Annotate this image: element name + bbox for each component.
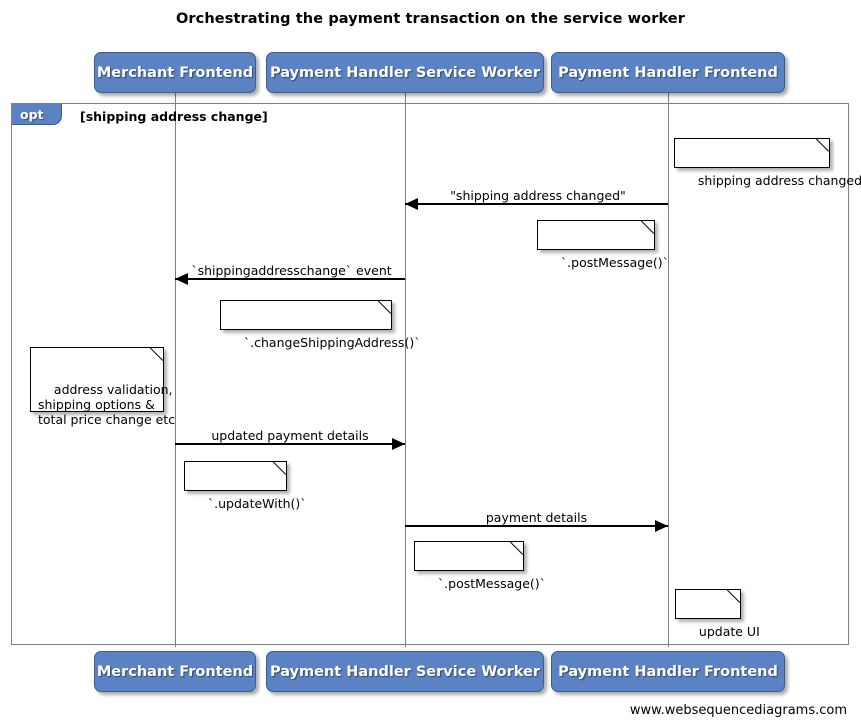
note-post-message-2-text: `.postMessage()`	[437, 576, 546, 591]
note-fold-icon	[378, 300, 392, 314]
note-update-ui-text: update UI	[698, 624, 760, 639]
fragment-opt-badge: opt	[12, 104, 62, 125]
participant-payment-handler-frontend-top-label: Payment Handler Frontend	[558, 64, 778, 81]
message-line-shippingaddresschange-event	[175, 278, 405, 280]
message-label-payment-details: payment details	[485, 510, 588, 525]
message-line-payment-details	[405, 525, 668, 527]
participant-merchant-frontend-bottom-label: Merchant Frontend	[96, 663, 254, 680]
participant-payment-handler-frontend-bottom-label: Payment Handler Frontend	[558, 663, 778, 680]
watermark: www.websequencediagrams.com	[629, 703, 847, 718]
note-fold-icon	[273, 461, 287, 475]
note-shipping-address-changed: shipping address changed	[674, 138, 861, 188]
note-update-ui: update UI	[675, 589, 760, 639]
participant-merchant-frontend-top-label: Merchant Frontend	[96, 64, 254, 81]
note-fold-icon	[510, 541, 524, 555]
message-arrowhead-shipping-address-changed	[405, 198, 418, 210]
note-update-with-text: `.updateWith()`	[207, 496, 307, 511]
fragment-opt-badge-label: opt	[20, 106, 44, 122]
note-change-shipping-address: `.changeShippingAddress()`	[220, 300, 420, 350]
message-line-updated-payment-details	[175, 443, 405, 445]
lifeline-payment-handler-frontend	[668, 92, 669, 647]
message-line-shipping-address-changed	[405, 203, 668, 205]
message-label-updated-payment-details: updated payment details	[211, 428, 369, 443]
participant-merchant-frontend-bottom[interactable]: Merchant Frontend	[94, 651, 256, 692]
participant-merchant-frontend-top[interactable]: Merchant Frontend	[94, 52, 256, 93]
note-post-message-1-text: `.postMessage()`	[560, 255, 669, 270]
fragment-opt-guard: [shipping address change]	[80, 109, 268, 124]
page-title: Orchestrating the payment transaction on…	[176, 11, 685, 27]
participant-payment-handler-service-worker-bottom[interactable]: Payment Handler Service Worker	[266, 651, 544, 692]
note-address-validation-text: address validation, shipping options & t…	[38, 382, 176, 427]
note-shipping-address-changed-text: shipping address changed	[697, 173, 861, 188]
message-arrowhead-shippingaddresschange-event	[175, 273, 188, 285]
fragment-opt	[11, 103, 849, 645]
message-label-shippingaddresschange-event: `shippingaddresschange` event	[191, 263, 392, 278]
note-address-validation: address validation, shipping options & t…	[30, 347, 175, 427]
lifeline-payment-handler-service-worker	[405, 92, 406, 647]
message-arrowhead-payment-details	[655, 520, 668, 532]
note-fold-icon	[641, 220, 655, 234]
lifeline-merchant-frontend	[175, 92, 176, 647]
participant-payment-handler-service-worker-top-label: Payment Handler Service Worker	[269, 64, 541, 81]
message-label-shipping-address-changed: "shipping address changed"	[450, 188, 626, 203]
note-post-message-2: `.postMessage()`	[414, 541, 546, 591]
note-update-with: `.updateWith()`	[184, 461, 307, 511]
participant-payment-handler-service-worker-top[interactable]: Payment Handler Service Worker	[266, 52, 544, 93]
participant-payment-handler-frontend-top[interactable]: Payment Handler Frontend	[551, 52, 785, 93]
note-fold-icon	[150, 347, 164, 361]
note-fold-icon	[727, 589, 741, 603]
message-arrowhead-updated-payment-details	[392, 438, 405, 450]
participant-payment-handler-frontend-bottom[interactable]: Payment Handler Frontend	[551, 651, 785, 692]
note-change-shipping-address-text: `.changeShippingAddress()`	[243, 335, 421, 350]
note-fold-icon	[816, 138, 830, 152]
note-post-message-1: `.postMessage()`	[537, 220, 669, 270]
participant-payment-handler-service-worker-bottom-label: Payment Handler Service Worker	[269, 663, 541, 680]
